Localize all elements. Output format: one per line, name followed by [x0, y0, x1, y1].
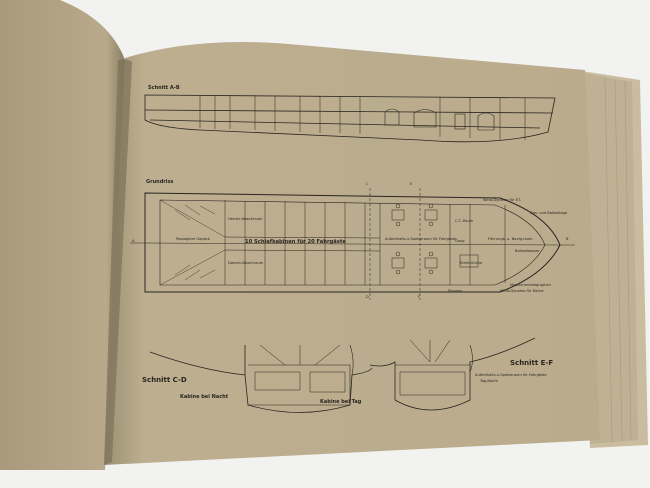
- marker-c: C: [366, 182, 369, 186]
- drawing: [130, 94, 575, 413]
- women-washroom-label: Damen-Waschraum: [228, 261, 264, 265]
- crew-room-label: Führungs- u. Navig.raum: [488, 237, 533, 241]
- ct-room-label: C.T.-Raum: [455, 219, 474, 223]
- entrance-label: Eingang: [448, 289, 463, 293]
- lounge-label: Aufenthalts-u.Speiseraum für Fahrgäste: [385, 237, 457, 241]
- luggage-label: Passagiere Gepäck: [176, 237, 210, 241]
- ef-caption: Aufenthalts-u.Speiseraum für Fahrgäste: [475, 373, 547, 377]
- section-cd-drawing: [149, 344, 373, 413]
- corridor-label: Gang: [455, 239, 465, 243]
- marker-b: B: [566, 237, 569, 241]
- cabin-night-label: Kabine bei Nacht: [180, 394, 229, 400]
- cabin-day-label: Kabine bei Tag: [320, 399, 362, 405]
- gas-storage-label: Gas- und Ballastlage: [530, 211, 568, 215]
- men-washroom-label: Herren-Waschraum: [228, 217, 263, 221]
- wind-dynamo-kitchen-label: Wind-Dynamo für Küche: [500, 289, 544, 293]
- ef-caption2: Tag-Nacht: [480, 379, 498, 383]
- cabins-label: 10 Schlafkabinen für 20 Fahrgäste: [245, 239, 346, 245]
- marker-f: F: [418, 295, 421, 299]
- machine-telegraph-label: Maschinentelegraphen: [510, 283, 552, 287]
- section-ab-drawing: [144, 94, 556, 143]
- plan-title: Grundriss: [146, 179, 174, 185]
- right-page: [104, 41, 600, 465]
- kitchen-label: Elektr.Küche: [460, 261, 483, 265]
- marker-e: E: [410, 182, 413, 186]
- section-ef-drawing: [369, 337, 536, 411]
- wind-dynamo-et-label: Wind-Dynamo für ET.: [483, 198, 521, 202]
- marker-d: D: [366, 295, 369, 299]
- left-page: [0, 0, 125, 470]
- plan-drawing: [130, 188, 575, 300]
- marker-a: A: [132, 239, 135, 243]
- section-ab-label: Schnitt A-B: [148, 85, 180, 91]
- section-ef-label: Schnitt E-F: [510, 359, 554, 367]
- ballast-tank-label: Ballastwasser: [515, 249, 540, 253]
- section-cd-label: Schnitt C-D: [142, 376, 187, 384]
